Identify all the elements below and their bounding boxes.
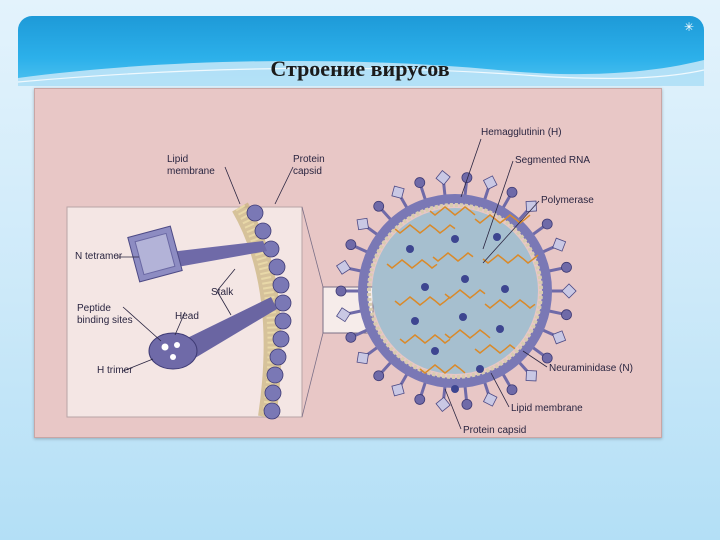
inset-label-h-trimer: H trimer — [97, 365, 133, 376]
inset-label-lipid-membrane-2: membrane — [167, 166, 215, 177]
title-band: ✳ — [18, 16, 704, 86]
polymerase-dot — [451, 385, 459, 393]
inset-label-protein-capsid-2: capsid — [293, 166, 322, 177]
capsid-bead — [272, 330, 290, 348]
virion-label-segmented-rna: Segmented RNA — [515, 155, 590, 166]
inset-label-peptide-2: binding sites — [77, 315, 133, 326]
virion-spike — [515, 358, 537, 382]
virion-label-polymerase: Polymerase — [541, 195, 594, 206]
polymerase-dot — [501, 285, 509, 293]
inset-leader-lines — [117, 166, 294, 372]
capsid-bead — [264, 384, 282, 402]
virus-structure-figure: Lipid membrane Protein capsid N tetramer… — [34, 88, 662, 438]
title-wave-decoration — [18, 60, 704, 86]
inset-label-head: Head — [175, 311, 199, 322]
rna-segment — [444, 289, 486, 299]
sparkle-icon: ✳ — [683, 20, 694, 34]
polymerase-dot — [451, 235, 459, 243]
capsid-bead — [263, 402, 281, 420]
polymerase-dot — [476, 365, 484, 373]
rna-segment — [432, 252, 474, 262]
virion-label-lipid-membrane: Lipid membrane — [511, 403, 583, 414]
rna-segment — [419, 364, 466, 374]
capsid-bead — [274, 312, 292, 330]
capsid-bead — [272, 276, 290, 294]
capsid-bead — [274, 294, 292, 312]
rna-segment — [386, 259, 438, 269]
capsid-bead — [269, 348, 287, 366]
capsid-bead — [266, 366, 284, 384]
virion-label-hemagglutinin: Hemagglutinin (H) — [481, 127, 562, 138]
n-tetramer — [127, 225, 267, 283]
capsid-bead — [268, 258, 286, 276]
polymerase-dot — [496, 325, 504, 333]
virion-label-protein-capsid: Protein capsid — [463, 425, 526, 436]
virion-leader-lines — [444, 138, 548, 430]
rna-segment — [484, 299, 536, 309]
polymerase-dot — [421, 283, 429, 291]
polymerase-dot — [431, 347, 439, 355]
rna-segment — [399, 334, 451, 344]
inset-panel: Lipid membrane Protein capsid N tetramer… — [66, 154, 325, 420]
rna-segment — [474, 214, 531, 224]
inset-label-lipid-membrane-1: Lipid — [167, 154, 188, 165]
h-trimer — [148, 297, 277, 370]
inset-label-stalk: Stalk — [211, 287, 234, 298]
polymerase-dot — [459, 313, 467, 321]
inset-label-protein-capsid-1: Protein — [293, 154, 325, 165]
rna-segment — [429, 206, 476, 216]
inset-capsid-beads — [246, 204, 292, 420]
rna-segment — [474, 344, 516, 354]
virion-lipid-ring — [367, 203, 543, 379]
polymerase-dot — [411, 317, 419, 325]
segmented-rna — [386, 206, 539, 374]
capsid-bead — [254, 222, 272, 240]
virus-diagram: Lipid membrane Protein capsid N tetramer… — [66, 127, 633, 436]
inset-label-n-tetramer: N tetramer — [75, 251, 123, 262]
polymerase-dots — [406, 233, 509, 393]
rna-segment — [394, 296, 451, 306]
virion-interior — [372, 208, 538, 374]
rna-segment — [444, 329, 491, 339]
inset-label-peptide-1: Peptide — [77, 303, 111, 314]
polymerase-dot — [406, 245, 414, 253]
virion — [335, 170, 577, 412]
rna-segment — [394, 224, 456, 234]
polymerase-dot — [461, 275, 469, 283]
virion-capsid-ring — [358, 194, 552, 388]
slide-title: Строение вирусов — [270, 56, 450, 81]
capsid-bead — [246, 204, 264, 222]
rna-segment — [482, 254, 539, 264]
virion-label-neuraminidase: Neuraminidase (N) — [549, 363, 633, 374]
polymerase-dot — [493, 233, 501, 241]
